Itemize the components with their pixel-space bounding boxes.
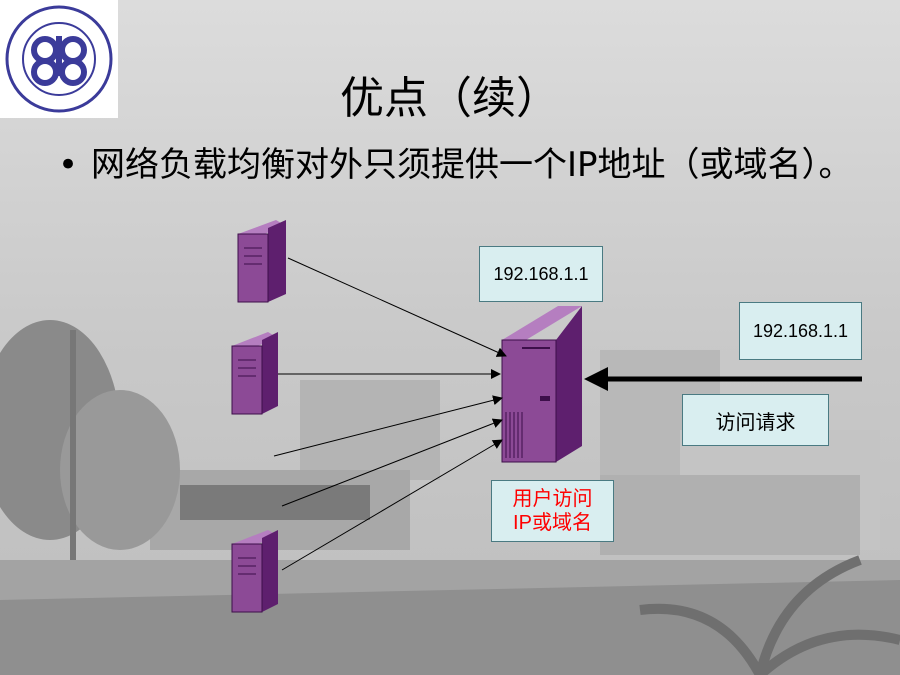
client-ip-label: 192.168.1.1 [739,302,862,360]
server-tower-icon [231,332,278,415]
user-access-text-line2: IP或域名 [513,512,592,534]
load-balancer-server-icon [501,306,582,463]
slide-title: 优点（续） [340,73,560,124]
connection-arrow [281,439,503,571]
user-access-text-line1: 用户访问 [512,488,593,510]
user-access-label: 用户访问 IP或域名 [491,480,614,542]
server-tower-icon [237,220,286,303]
zhenjiang-college-seal-icon [5,5,113,113]
request-arrow-head [584,367,608,391]
server-tower-icon [231,530,278,613]
access-request-label: 访问请求 [682,394,829,446]
bullet-text: 网络负载均衡对外只须提供一个IP地址（或域名）。 [91,145,853,185]
connection-arrow [287,257,507,357]
connection-arrow [281,418,503,507]
client-ip-text: 192.168.1.1 [752,320,849,341]
server-ip-text: 192.168.1.1 [493,263,589,284]
college-logo [0,0,118,118]
connection-arrow [273,395,503,457]
access-request-text: 访问请求 [715,411,796,434]
server-ip-label: 192.168.1.1 [479,246,603,302]
bullet-marker: • [58,145,79,185]
